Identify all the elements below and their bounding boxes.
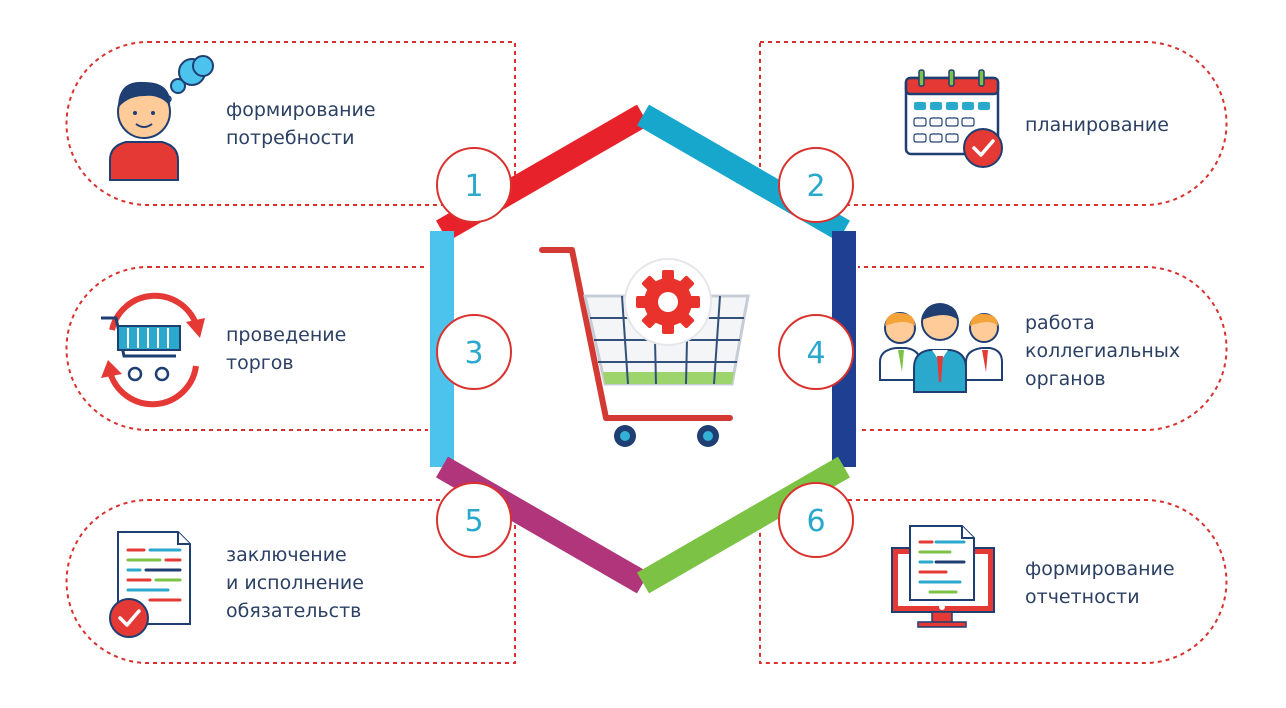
step-1-number: 1 (464, 169, 483, 204)
shopping-cart-gear-icon (539, 247, 750, 447)
step-6-number: 6 (806, 504, 825, 539)
step-2-number: 2 (806, 169, 825, 204)
panel-6-border (759, 499, 1228, 664)
committee-people-icon (879, 303, 1003, 393)
step-4-badge: 4 (778, 314, 854, 390)
step-5-label: заключение и исполнение обязательств (226, 544, 364, 622)
step-2-badge: 2 (778, 147, 854, 223)
step-3-number: 3 (464, 336, 483, 371)
person-thinking-icon (109, 55, 214, 181)
step-1-badge: 1 (436, 147, 512, 223)
step-4-label: работа коллегиальных органов (1025, 312, 1181, 390)
step-3-badge: 3 (436, 314, 512, 390)
step-2-label: планирование (1025, 114, 1169, 136)
calendar-check-icon (904, 69, 1003, 168)
step-5-number: 5 (464, 504, 483, 539)
report-monitor-icon (891, 525, 995, 628)
step-1-label: формирование потребности (226, 99, 376, 149)
step-3-label: проведение торгов (226, 324, 347, 374)
contract-document-icon (109, 531, 191, 638)
step-6-badge: 6 (778, 482, 854, 558)
panel-4-border (759, 266, 1228, 431)
cart-cycle-icon (101, 292, 205, 408)
panel-2-border (759, 41, 1228, 206)
step-4-number: 4 (806, 336, 825, 371)
step-6-label: формирование отчетности (1025, 558, 1175, 608)
step-5-badge: 5 (436, 482, 512, 558)
